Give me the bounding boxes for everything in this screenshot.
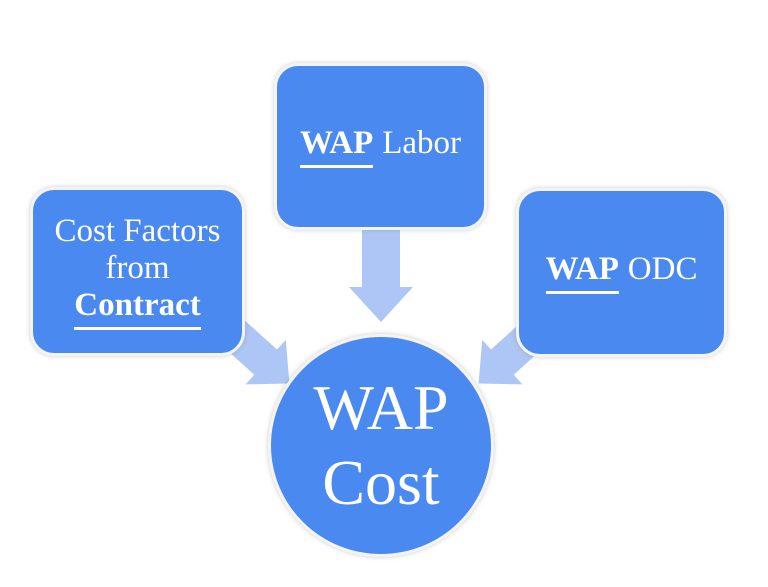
wap-cost-line1: WAP <box>313 372 449 444</box>
wap-labor-emphasis: WAP <box>299 125 374 168</box>
cost-factors-emphasis: Contract <box>74 287 201 330</box>
node-wap-cost: WAP Cost <box>268 334 494 557</box>
cost-factors-line1: Cost Factors <box>54 213 221 250</box>
wap-odc-emphasis: WAP <box>545 251 619 294</box>
wap-labor-rest: Labor <box>382 125 462 162</box>
wap-odc-rest: ODC <box>627 251 698 288</box>
arrow-down-icon <box>349 230 413 322</box>
node-cost-factors-from-contract: Cost Factors from Contract <box>30 187 245 356</box>
wap-cost-line2: Cost <box>322 446 440 518</box>
contract-label: Contract <box>74 287 201 330</box>
cost-factors-line2: from <box>105 250 170 287</box>
